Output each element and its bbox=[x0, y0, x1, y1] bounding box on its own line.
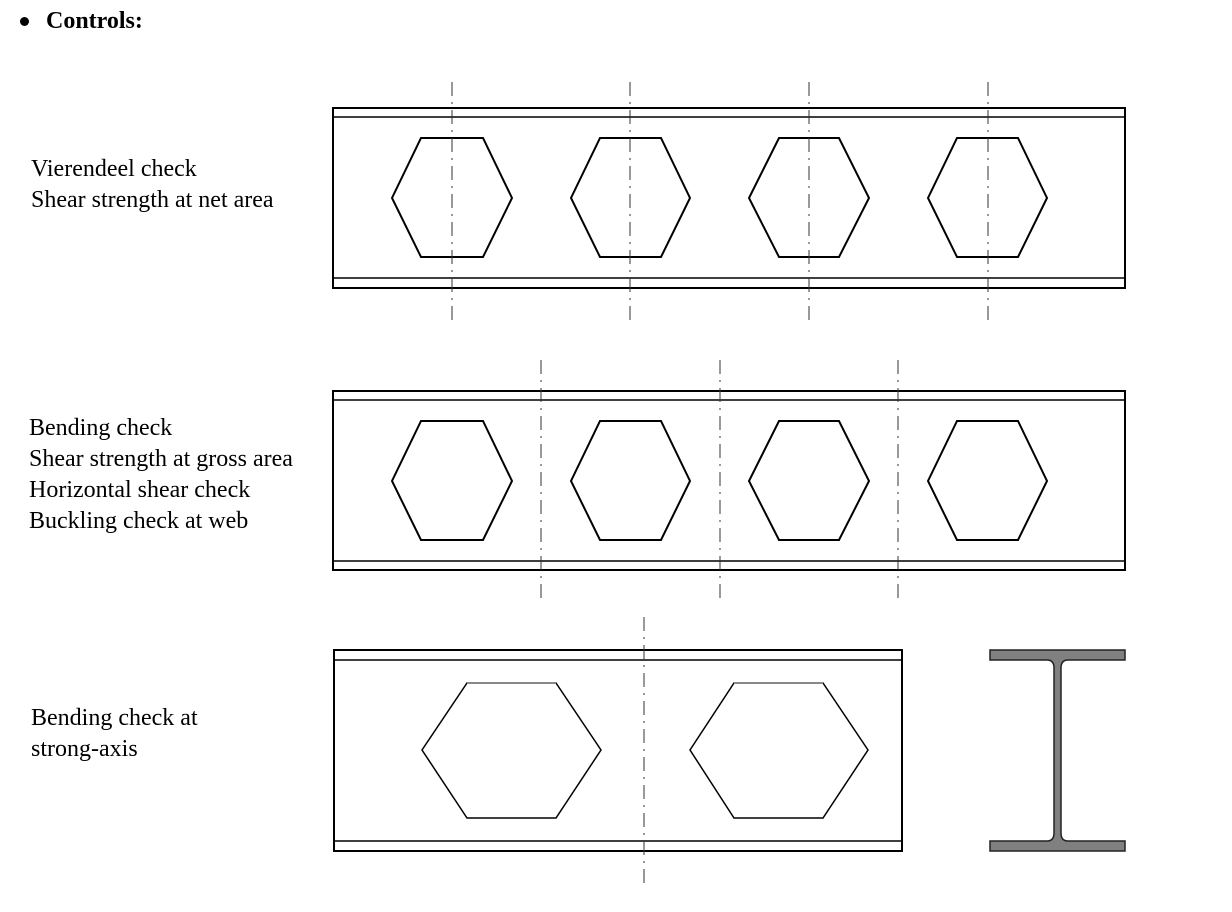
hexagonal-hole bbox=[569, 137, 692, 258]
hexagonal-hole bbox=[747, 137, 871, 258]
label-shear-net-area: Shear strength at net area bbox=[31, 187, 274, 213]
i-beam-cross-section-icon bbox=[989, 649, 1126, 852]
label-buckling-web: Buckling check at web bbox=[29, 508, 249, 534]
bullet-icon bbox=[20, 17, 29, 26]
label-bending-strong-axis-1: Bending check at bbox=[31, 705, 198, 731]
hexagonal-hole bbox=[689, 682, 869, 819]
hexagonal-hole bbox=[390, 420, 514, 541]
castellated-beam-vierendeel bbox=[332, 82, 1126, 325]
hexagonal-hole bbox=[926, 137, 1049, 258]
castellated-beam-strong-axis bbox=[333, 617, 903, 885]
hexagonal-hole bbox=[421, 682, 602, 819]
strong-axis-labels: Bending check at strong-axis bbox=[31, 703, 198, 765]
label-bending-strong-axis-2: strong-axis bbox=[31, 736, 138, 762]
hexagonal-hole bbox=[390, 137, 514, 258]
label-shear-gross-area: Shear strength at gross area bbox=[29, 446, 293, 472]
bending-labels: Bending check Shear strength at gross ar… bbox=[29, 413, 293, 537]
label-bending-check: Bending check bbox=[29, 415, 173, 441]
heading-text: Controls: bbox=[46, 8, 143, 34]
label-horizontal-shear: Horizontal shear check bbox=[29, 477, 251, 503]
label-vierendeel-check: Vierendeel check bbox=[31, 156, 197, 182]
hexagonal-hole bbox=[926, 420, 1049, 541]
castellated-beam-bending bbox=[332, 360, 1126, 602]
hexagonal-hole bbox=[747, 420, 871, 541]
vierendeel-labels: Vierendeel check Shear strength at net a… bbox=[31, 154, 274, 216]
hexagonal-hole bbox=[569, 420, 692, 541]
section-heading: Controls: bbox=[20, 8, 143, 35]
